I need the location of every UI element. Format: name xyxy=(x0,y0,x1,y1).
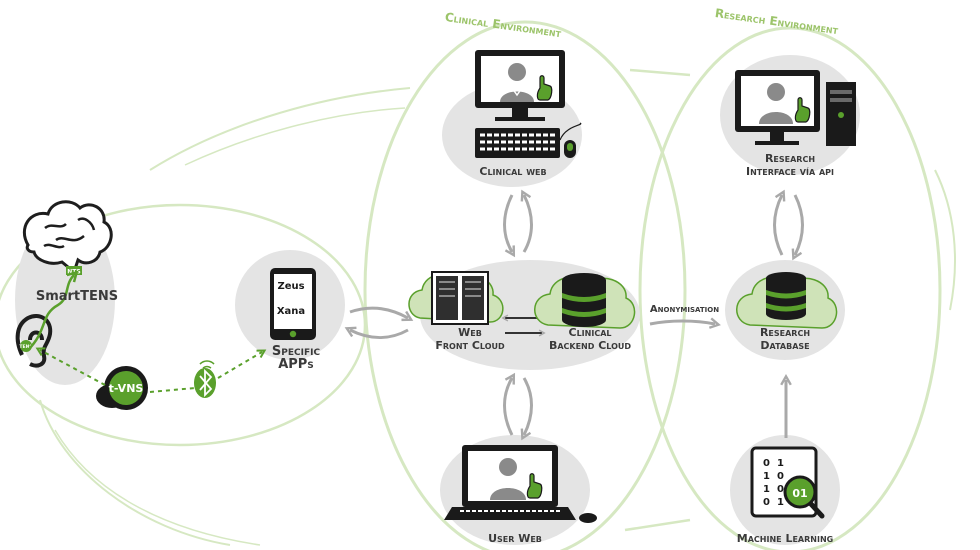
anonymisation-label: Anonymisation xyxy=(649,304,720,315)
apps-label-line-2: APPs xyxy=(278,357,314,372)
ml-binary-digit: 0 xyxy=(763,458,770,469)
ml-binary-digit: 0 xyxy=(777,471,784,482)
user-web-down-arrow xyxy=(520,377,533,441)
bluetooth-icon xyxy=(194,360,216,398)
tvns-to-bluetooth-link xyxy=(149,387,196,393)
nerve-wave xyxy=(27,270,79,351)
research-interface-label: Research Interface vía api xyxy=(725,152,855,178)
nts-tag-label: NTS xyxy=(67,269,80,276)
clinical-backend-cloud xyxy=(534,273,636,329)
research-database-cloud xyxy=(736,272,838,329)
keyboard-icon xyxy=(475,128,560,158)
front-to-apps-arrow xyxy=(344,326,409,339)
smartphone-icon xyxy=(270,268,316,340)
swoosh-top-2 xyxy=(184,107,406,166)
web-front-cloud-line-2: Front Cloud xyxy=(435,339,505,352)
bluetooth-to-apps-link xyxy=(217,349,267,379)
anonymisation-arrow xyxy=(649,317,721,329)
apps-label-line-1: Specific xyxy=(271,344,321,359)
decorative-rings xyxy=(0,20,956,550)
research-database-line-1: Research xyxy=(759,326,811,339)
machine-learning-label: Machine Learning xyxy=(736,532,834,545)
magnifier-lens xyxy=(783,475,817,509)
apps-label: Specific APPs xyxy=(256,345,336,371)
user-web-up-arrow xyxy=(503,372,516,436)
swoosh-right xyxy=(934,169,956,311)
tvns-device-icon xyxy=(96,366,148,410)
swoosh-left xyxy=(39,399,231,546)
mouse-icon xyxy=(559,122,582,158)
nts-tag xyxy=(66,266,82,275)
clinical-web-up-arrow xyxy=(520,189,533,253)
brain-icon: NTS xyxy=(22,200,113,276)
user-web-mouse-icon xyxy=(579,513,597,523)
research-database-line-2: Database xyxy=(760,339,810,352)
computer-tower-icon xyxy=(826,82,856,146)
clinical-backend-cloud-line-1: Clinical xyxy=(568,326,612,339)
magnifier-digits: 01 xyxy=(792,487,807,500)
research-down-arrow xyxy=(791,194,804,261)
swoosh-mid-top xyxy=(629,68,691,77)
magnifier-handle xyxy=(808,501,825,519)
xana-logo: Xana xyxy=(277,306,305,317)
tvns-label: t-VNS xyxy=(109,382,144,395)
clinical-backend-cloud-label: Clinical Backend Cloud xyxy=(535,326,645,352)
ml-binary-digit: 1 xyxy=(777,497,784,508)
research-database-label: Research Database xyxy=(740,326,830,352)
research-environment-ring xyxy=(638,26,942,550)
clinical-web-label: Clinical web xyxy=(479,165,547,178)
user-web-label: User Web xyxy=(488,532,542,545)
database-icon xyxy=(562,273,606,327)
user-web-laptop-icon xyxy=(444,445,576,520)
clinical-web-monitor-icon xyxy=(475,50,565,121)
tens-tag-label: TENS xyxy=(19,344,32,350)
ml-binary-digit: 1 xyxy=(763,484,770,495)
swoosh-mid-bottom xyxy=(624,518,691,532)
smarttens-label: SmartTENS xyxy=(35,289,119,304)
swoosh-top xyxy=(149,87,411,171)
research-interface-line-1: Research xyxy=(764,152,816,165)
research-interface-line-2: Interface vía api xyxy=(746,165,834,178)
ml-binary-digit: 0 xyxy=(777,484,784,495)
clinical-environment-ring xyxy=(363,20,687,550)
web-front-cloud-label: Web Front Cloud xyxy=(420,326,520,352)
zeus-logo: Zeus xyxy=(277,281,304,292)
research-up-arrow xyxy=(773,189,786,256)
research-interface-monitor-icon xyxy=(735,70,820,145)
apps-to-front-arrow xyxy=(349,306,414,322)
swoosh-left-2 xyxy=(54,429,261,546)
research-database-icon xyxy=(766,272,806,320)
device-ring xyxy=(0,203,367,447)
ml-binary-digit: 0 xyxy=(763,497,770,508)
clinical-web-down-arrow xyxy=(503,194,516,258)
ear-icon: TENS xyxy=(15,314,53,368)
clinical-backend-cloud-line-2: Backend Cloud xyxy=(548,339,632,352)
web-front-cloud-line-1: Web xyxy=(458,326,482,339)
web-front-cloud xyxy=(408,271,504,325)
ml-binary-digit: 1 xyxy=(763,471,770,482)
ml-binary-digit: 1 xyxy=(777,458,784,469)
